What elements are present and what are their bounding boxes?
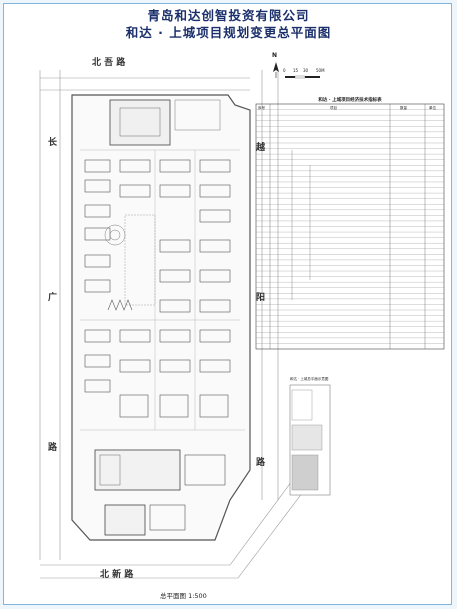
road-label-left-mid: 广 <box>48 293 58 303</box>
road-label-left-top: 长 <box>48 138 58 148</box>
table-title: 和达 · 上城项目经济技术指标表 <box>318 98 382 103</box>
road-label-left-bottom: 路 <box>48 443 58 453</box>
north-label: N <box>272 52 278 59</box>
table-header-unit: 单位 <box>429 106 436 110</box>
scale-tick-0: 0 <box>283 68 286 73</box>
plan-title: 和达 · 上城项目规划变更总平面图 <box>125 25 332 40</box>
scale-tick-15: 15 <box>293 68 299 73</box>
key-plan <box>289 384 331 496</box>
north-arrow-icon <box>273 62 279 78</box>
road-label-right-mid: 阳 <box>256 293 266 303</box>
table-header-qty: 数量 <box>400 106 407 110</box>
key-plan-label: 和达 · 上城总平面示意图 <box>290 377 329 381</box>
scale-caption: 总平面图 1:500 <box>160 592 207 600</box>
scale-tick-30: 30 <box>303 68 309 73</box>
scale-bar <box>285 75 320 79</box>
road-label-right-top: 越 <box>256 143 266 153</box>
table-header-item: 项目 <box>330 106 337 110</box>
scale-tick-50: 50M <box>316 68 325 73</box>
company-title: 青岛和达创智投资有限公司 <box>147 8 310 23</box>
road-label-bottom: 北 新 路 <box>100 570 134 580</box>
road-label-top: 北 吾 路 <box>92 58 126 68</box>
table-header-no: 序号 <box>258 106 265 110</box>
road-label-right-bottom: 路 <box>256 458 266 468</box>
